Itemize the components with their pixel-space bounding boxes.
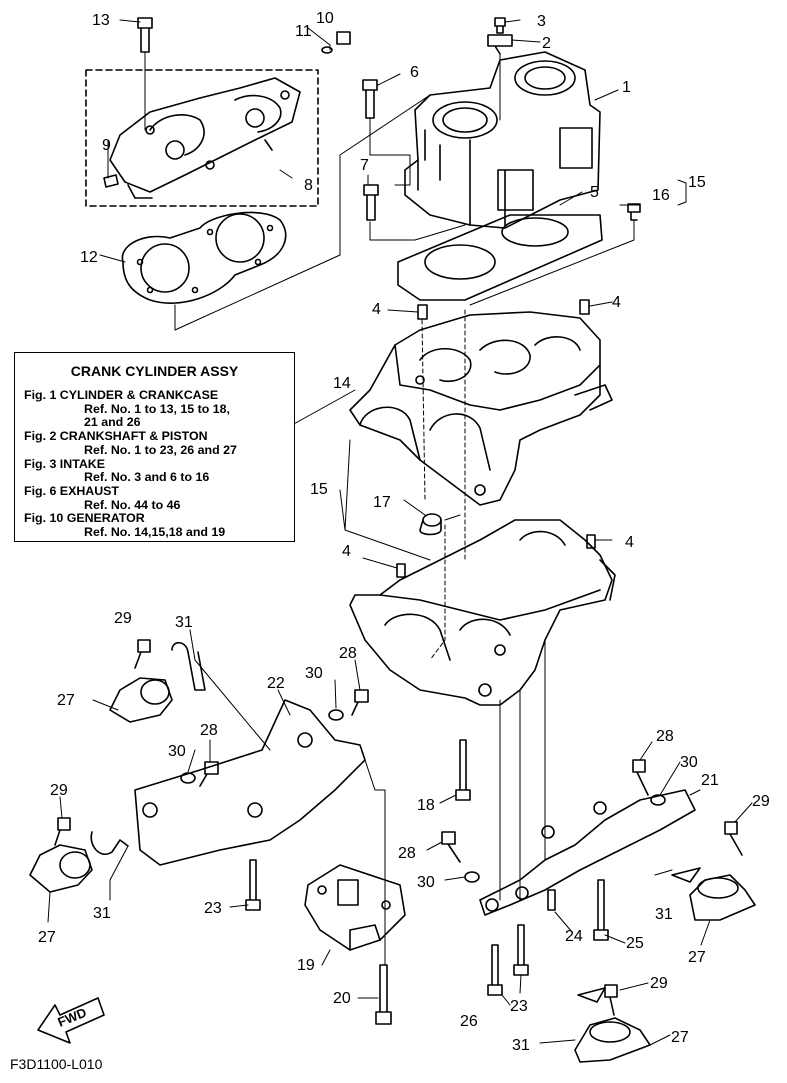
legend-line: Ref. No. 1 to 23, 26 and 27 <box>84 442 237 457</box>
callout-22: 22 <box>267 675 285 692</box>
legend-line: Fig. 1 CYLINDER & CRANKCASE <box>24 388 219 402</box>
legend-line: Fig. 6 EXHAUST <box>24 483 120 498</box>
callout-9: 9 <box>102 137 111 154</box>
callout-labels: 1 2 3 4 4 4 4 5 6 7 8 9 10 11 12 13 14 1… <box>38 10 770 1054</box>
callout-13: 13 <box>92 12 110 29</box>
callout-16: 16 <box>652 187 670 204</box>
callout-27d: 27 <box>671 1029 689 1046</box>
callout-27b: 27 <box>38 929 56 946</box>
legend-title: CRANK CYLINDER ASSY <box>70 363 239 379</box>
lower-crankcase-part <box>349 519 616 706</box>
callout-12: 12 <box>80 249 98 266</box>
legend-line: 21 and 26 <box>84 415 141 430</box>
leader-lines-lower <box>47 629 753 1046</box>
clips-part <box>90 641 701 1003</box>
bushing-part <box>419 513 442 536</box>
callout-31a: 31 <box>175 614 193 631</box>
mount-brackets-part <box>134 699 696 916</box>
generator-bracket-part <box>304 864 406 951</box>
bolts-part <box>103 17 641 221</box>
callout-28a: 28 <box>339 645 357 662</box>
legend-line: Fig. 10 GENERATOR <box>24 511 145 526</box>
legend-line: Ref. No. 1 to 13, 15 to 18, <box>84 401 230 416</box>
callout-18: 18 <box>417 797 435 814</box>
callout-29a: 29 <box>114 610 132 627</box>
callout-29c: 29 <box>752 793 770 810</box>
callout-26: 26 <box>460 1013 478 1030</box>
callout-27c: 27 <box>688 949 706 966</box>
callout-27a: 27 <box>57 692 75 709</box>
callout-30c: 30 <box>417 874 435 891</box>
callout-29d: 29 <box>650 975 668 992</box>
callout-8: 8 <box>304 177 313 194</box>
callout-23a: 23 <box>204 900 222 917</box>
washers-part <box>180 709 666 883</box>
callout-14: 14 <box>333 375 351 392</box>
callout-10: 10 <box>316 10 334 27</box>
callout-25: 25 <box>626 935 644 952</box>
head-gasket-part <box>121 211 287 304</box>
mount-bolts-part <box>54 639 743 1025</box>
callout-31c: 31 <box>655 906 673 923</box>
callout-3: 3 <box>537 13 546 30</box>
callout-28b: 28 <box>200 722 218 739</box>
callout-2: 2 <box>542 35 551 52</box>
callout-31d: 31 <box>512 1037 530 1054</box>
legend-box: CRANK CYLINDER ASSY Fig. 1 CYLINDER & CR… <box>14 352 295 542</box>
callout-4a: 4 <box>372 301 381 318</box>
callout-17: 17 <box>373 494 391 511</box>
cylinder-base-gasket-part <box>397 214 603 301</box>
callout-29b: 29 <box>50 782 68 799</box>
legend-line: Fig. 2 CRANKSHAFT & PISTON <box>24 429 208 444</box>
callout-15b: 15 <box>310 481 328 498</box>
fwd-arrow-icon <box>37 997 105 1044</box>
engine-mounts-part <box>29 677 756 1063</box>
callout-4d: 4 <box>625 534 634 551</box>
callout-11: 11 <box>295 23 312 40</box>
leader-lines-upper <box>99 19 641 661</box>
legend-line: Ref. No. 14,15,18 and 19 <box>84 525 226 540</box>
callout-1: 1 <box>622 79 631 96</box>
fwd-label: FWD <box>56 1005 89 1030</box>
callout-7: 7 <box>360 157 369 174</box>
callout-30d: 30 <box>680 754 698 771</box>
callout-15a: 15 <box>688 174 706 191</box>
callout-23b: 23 <box>510 998 528 1015</box>
callout-20: 20 <box>333 990 351 1007</box>
callout-21: 21 <box>701 772 719 789</box>
callout-31b: 31 <box>93 905 111 922</box>
callout-4b: 4 <box>612 294 621 311</box>
callout-28c: 28 <box>398 845 416 862</box>
legend-line: Fig. 3 INTAKE <box>24 456 105 471</box>
callout-30b: 30 <box>168 743 186 760</box>
callout-5: 5 <box>590 184 599 201</box>
legend-line: Ref. No. 3 and 6 to 16 <box>84 470 210 485</box>
callout-6: 6 <box>410 64 419 81</box>
upper-crankcase-part <box>349 311 613 506</box>
callout-28d: 28 <box>656 728 674 745</box>
callout-24: 24 <box>565 928 583 945</box>
callout-4c: 4 <box>342 543 351 560</box>
diagram-code: F3D1100-L010 <box>10 1056 103 1072</box>
dowel-pins-part <box>396 299 596 578</box>
legend-line: Ref. No. 44 to 46 <box>84 497 181 512</box>
cylinder-head-cover-part <box>85 69 319 207</box>
callout-30a: 30 <box>305 665 323 682</box>
cylinder-block-part <box>404 51 601 229</box>
callout-19: 19 <box>297 957 315 974</box>
